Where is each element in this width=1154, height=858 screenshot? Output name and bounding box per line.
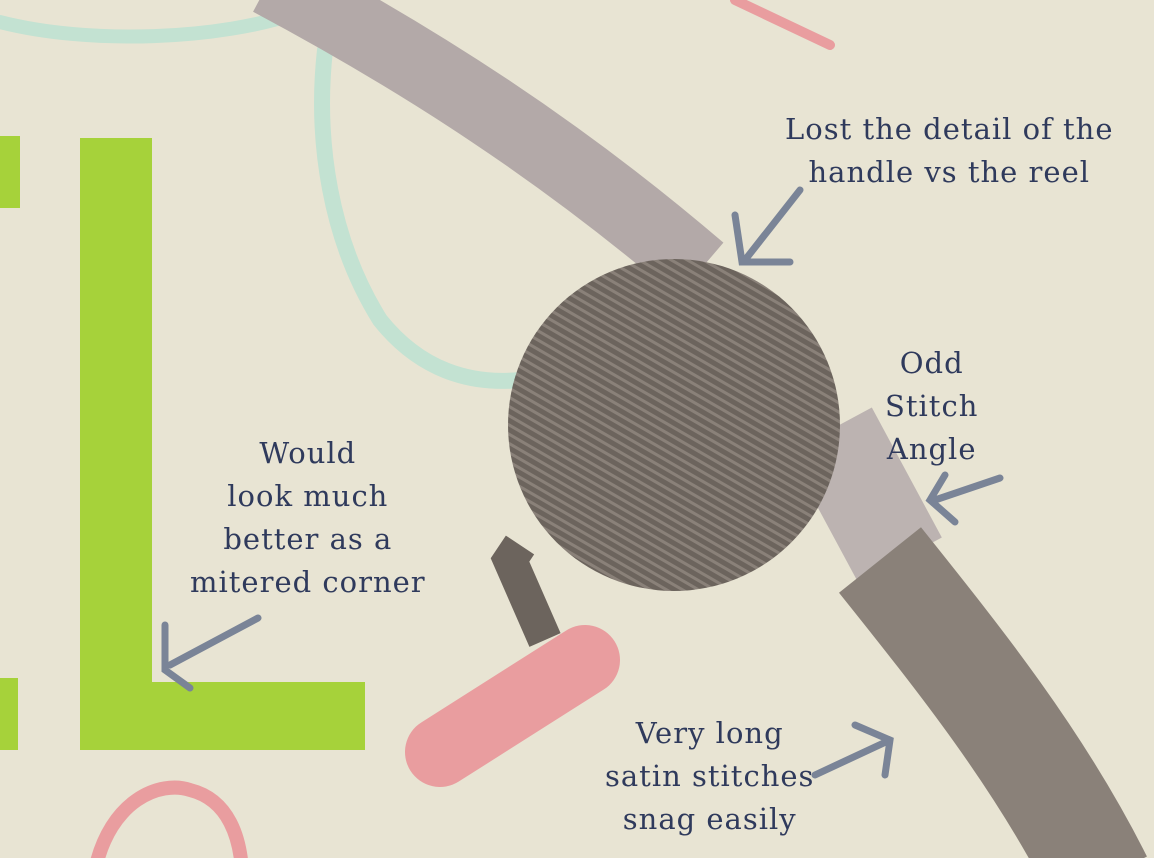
annotation-angle: Odd Stitch Angle — [885, 342, 978, 471]
annotation-line: look much — [227, 479, 389, 513]
reel-handle-arm — [490, 535, 561, 647]
pink-loop — [90, 780, 248, 858]
rod-lower — [839, 527, 1147, 858]
annotation-arrows — [161, 186, 1004, 779]
rod-angle-segment — [788, 407, 942, 583]
arrow-handle — [731, 186, 804, 266]
arrow-satin — [811, 721, 894, 779]
arrow-corner — [161, 614, 262, 692]
green-left-bottom — [0, 678, 18, 750]
annotation-line: Odd — [899, 346, 964, 380]
annotation-line: mitered corner — [190, 565, 426, 599]
annotation-handle: Lost the detail of the handle vs the ree… — [785, 108, 1114, 194]
reel — [508, 259, 840, 591]
mint-cord-loop — [314, 42, 528, 389]
annotation-corner: Would look much better as a mitered corn… — [190, 432, 426, 604]
arrow-angle — [925, 471, 1004, 526]
green-left-top — [0, 136, 20, 208]
annotation-line: satin stitches — [605, 759, 815, 793]
green-l-vertical — [80, 138, 152, 750]
annotation-line: Angle — [886, 432, 977, 466]
pink-handle — [405, 625, 620, 787]
annotation-line: Lost the detail of the — [785, 112, 1114, 146]
annotation-line: Very long — [635, 716, 784, 750]
annotation-line: Stitch — [885, 389, 979, 423]
annotation-line: better as a — [223, 522, 393, 556]
annotation-line: snag easily — [622, 802, 797, 836]
rod-upper — [253, 0, 724, 298]
green-l-horizontal — [80, 682, 365, 750]
annotation-satin: Very long satin stitches snag easily — [605, 712, 814, 841]
annotation-line: Would — [259, 436, 357, 470]
annotation-line: handle vs the reel — [808, 155, 1091, 189]
mint-cord — [0, 5, 307, 44]
pink-thread-top — [730, 0, 835, 50]
